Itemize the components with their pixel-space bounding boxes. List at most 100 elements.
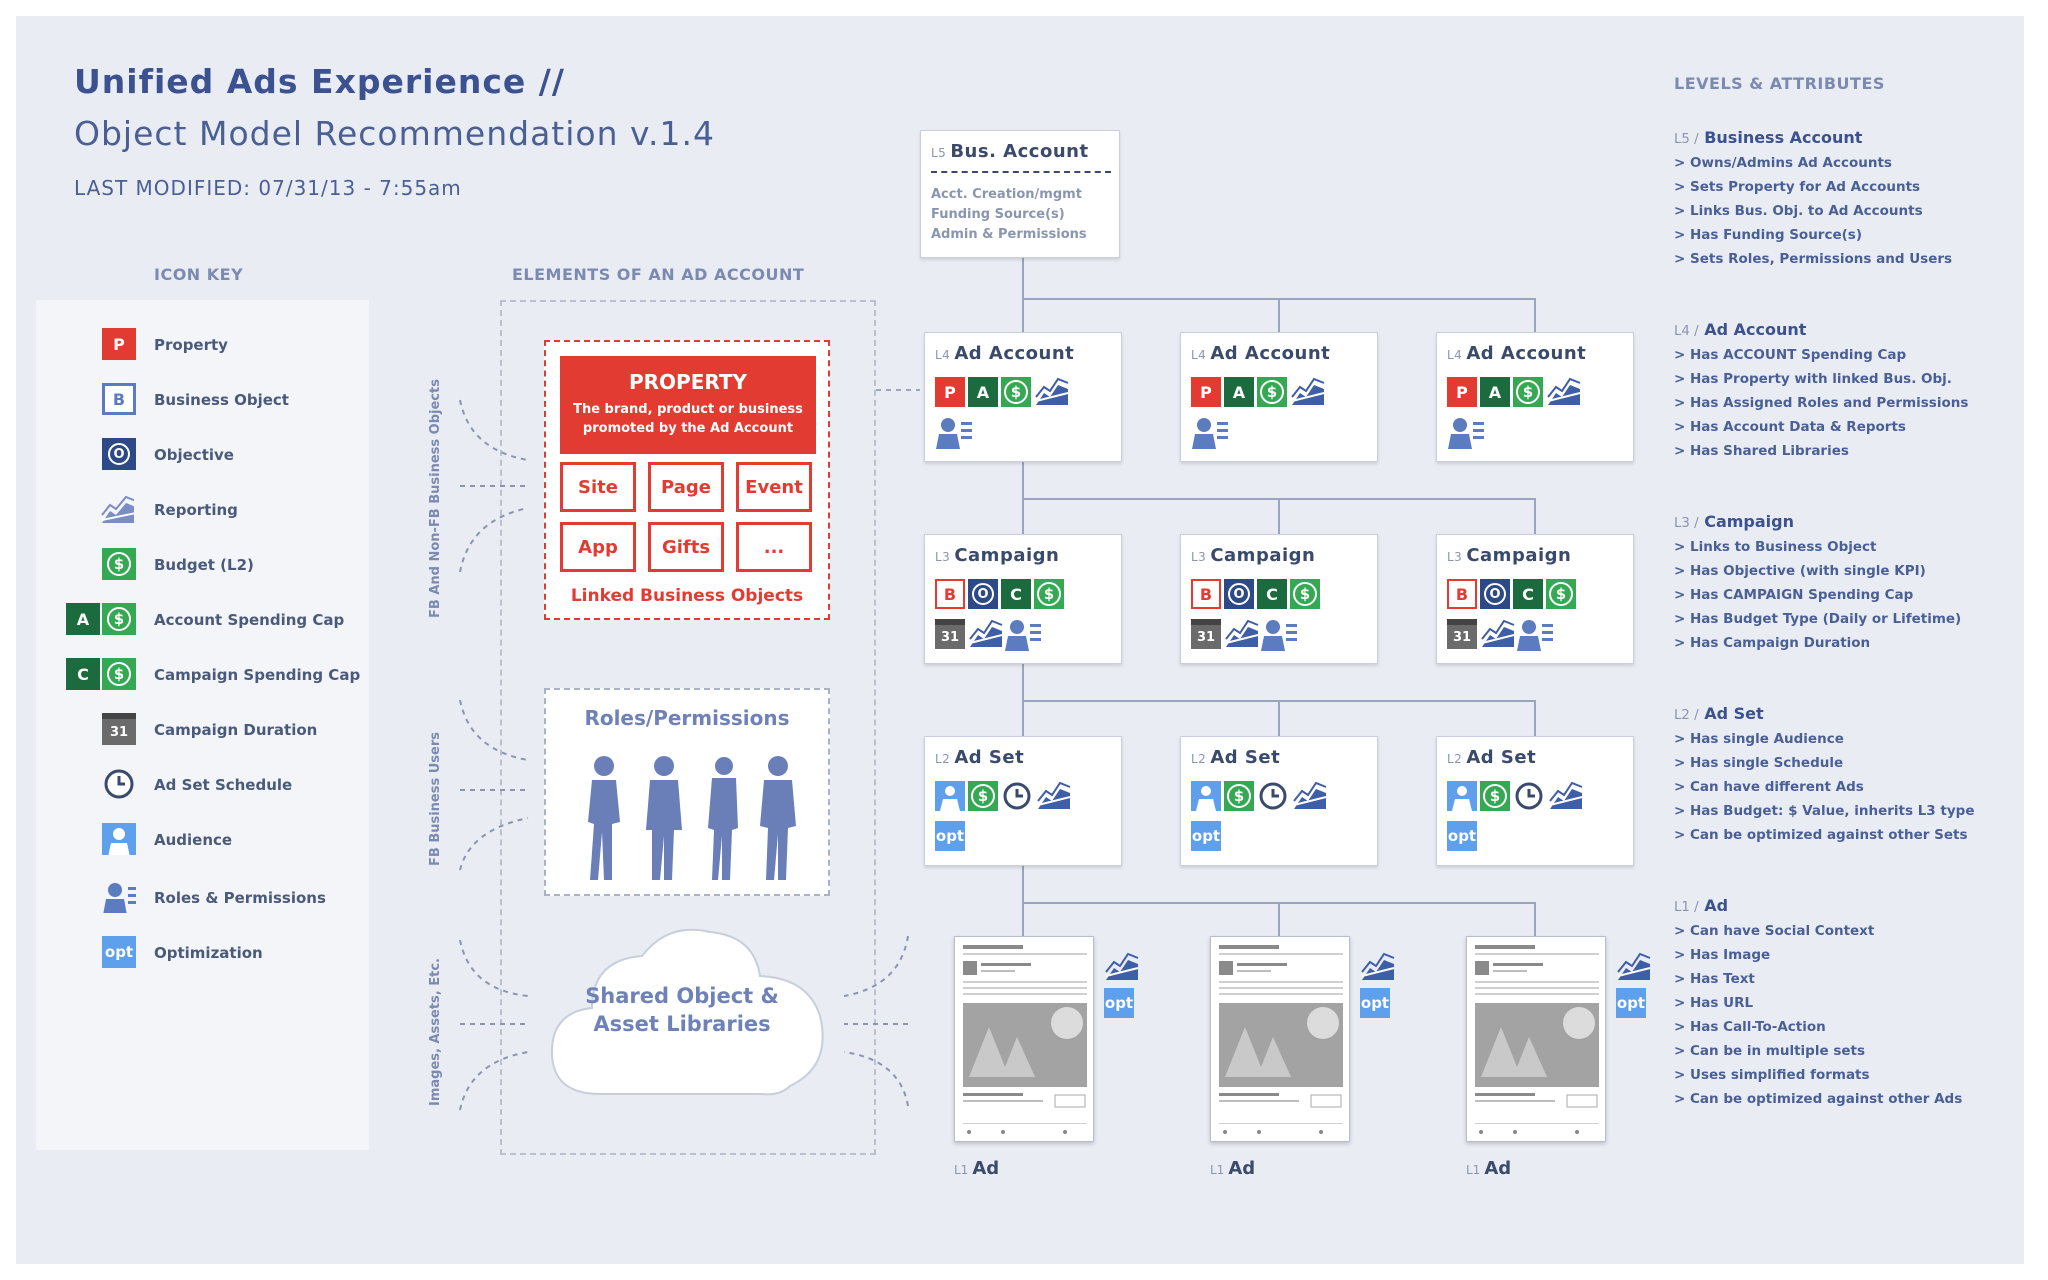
audience-icon	[935, 781, 965, 811]
dashed-arrows-right	[843, 935, 909, 1107]
campaign-cap-c-icon: C	[66, 658, 100, 690]
l5-details: Acct. Creation/mgmt Funding Source(s) Ad…	[931, 185, 1087, 245]
reporting-icon	[1361, 952, 1395, 980]
optimization-icon: opt	[1104, 988, 1134, 1018]
dollar-glyph: $	[107, 607, 131, 631]
node-icons: $opt	[1447, 781, 1647, 861]
level-tag: L3	[1191, 550, 1207, 564]
budget-icon: $	[1034, 579, 1064, 609]
detail-line: Acct. Creation/mgmt	[931, 187, 1082, 202]
linked-business-objects-label: Linked Business Objects	[570, 586, 804, 606]
level-tag: L4	[935, 348, 951, 362]
attribute-item: > Has CAMPAIGN Spending Cap	[1674, 587, 1914, 603]
audience-icon	[1191, 781, 1221, 811]
campaign-cap-c-icon: C	[1513, 579, 1543, 609]
key-row-ad-set-schedule: Ad Set Schedule	[36, 762, 369, 802]
attribute-item: > Sets Property for Ad Accounts	[1674, 179, 1921, 195]
key-label: Reporting	[154, 501, 238, 519]
reporting-icon	[1481, 619, 1515, 647]
clock-icon	[1003, 782, 1031, 810]
reporting-icon	[1035, 377, 1069, 405]
reporting-icon	[1225, 619, 1259, 647]
roles-permissions-icon	[1005, 620, 1041, 651]
attribute-item: > Sets Roles, Permissions and Users	[1674, 251, 1953, 267]
dollar-glyph: $	[1037, 582, 1061, 606]
attribute-item: > Can be optimized against other Ads	[1674, 1091, 1963, 1107]
l1-title: Ad	[972, 1158, 1000, 1179]
key-label: Ad Set Schedule	[154, 776, 293, 794]
node-title-text: Ad Account	[954, 343, 1075, 364]
attribute-item: > Uses simplified formats	[1674, 1067, 1870, 1083]
key-label: Optimization	[154, 944, 263, 962]
dashed-connector	[876, 389, 920, 391]
ad-mockup-icon	[1219, 945, 1343, 1134]
optimization-icon: opt	[1191, 821, 1221, 851]
page-title: Unified Ads Experience //	[74, 62, 565, 101]
roles-box: Roles/Permissions	[544, 688, 830, 896]
key-label: Audience	[154, 831, 233, 849]
budget-icon: $	[968, 781, 998, 811]
node-title-text: Ad Set	[1466, 747, 1537, 768]
objective-glyph: O	[972, 583, 994, 605]
calendar-icon: 31	[102, 713, 136, 745]
roles-title: Roles/Permissions	[584, 706, 790, 730]
budget-glyph: $	[107, 552, 131, 576]
calendar-icon: 31	[1191, 619, 1221, 649]
connector	[1534, 700, 1536, 736]
attribute-item: > Has Funding Source(s)	[1674, 227, 1862, 243]
ad-side-icons: opt	[1104, 952, 1140, 1018]
attribute-item: > Can have Social Context	[1674, 923, 1875, 939]
attribute-item: > Can be optimized against other Sets	[1674, 827, 1968, 843]
dollar-glyph: $	[1293, 582, 1317, 606]
audience-icon	[1447, 781, 1477, 811]
dollar-glyph: $	[1483, 784, 1507, 808]
reporting-icon	[1293, 781, 1327, 809]
node-icons: $opt	[1191, 781, 1391, 861]
key-label: Account Spending Cap	[154, 611, 345, 629]
level-tag: L2	[1447, 752, 1463, 766]
ad-opt-wrap: opt	[1104, 988, 1140, 1018]
budget-icon: $	[1546, 579, 1576, 609]
attribute-level-heading: L5 / Business Account	[1674, 128, 2014, 147]
connector	[1022, 864, 1024, 936]
level-tag: L1	[1466, 1163, 1481, 1177]
audience-icon	[102, 823, 136, 855]
property-item-page: Page	[648, 462, 724, 512]
attribute-item: > Links Bus. Obj. to Ad Accounts	[1674, 203, 1923, 219]
icon-row: $	[1447, 781, 1647, 815]
node-title-text: Ad Set	[1210, 747, 1281, 768]
level-tag: L1	[954, 1163, 969, 1177]
budget-icon: $	[1001, 377, 1031, 407]
roles-permissions-icon	[103, 883, 136, 913]
objective-icon: O	[1224, 579, 1254, 609]
key-row-audience: Audience	[36, 817, 369, 857]
campaign-cap-c-icon: C	[1257, 579, 1287, 609]
icon-row	[935, 417, 1135, 451]
budget-icon: $	[1224, 781, 1254, 811]
key-row-campaign-duration: 31 Campaign Duration	[36, 707, 369, 747]
key-row-optimization: opt Optimization	[36, 930, 369, 970]
attr-level-tag: L3 /	[1674, 516, 1699, 531]
attribute-group: L1 / Ad> Can have Social Context> Has Im…	[1674, 896, 2014, 1107]
reporting-icon	[1549, 781, 1583, 809]
people-silhouettes-icon	[588, 756, 796, 880]
roles-permissions-icon	[936, 418, 972, 449]
attribute-item: > Owns/Admins Ad Accounts	[1674, 155, 1892, 171]
dollar-glyph: $	[107, 662, 131, 686]
account-cap-dollar-icon: $	[102, 603, 136, 635]
ad-opt-wrap: opt	[1360, 988, 1396, 1018]
l1-title: Ad	[1228, 1158, 1256, 1179]
